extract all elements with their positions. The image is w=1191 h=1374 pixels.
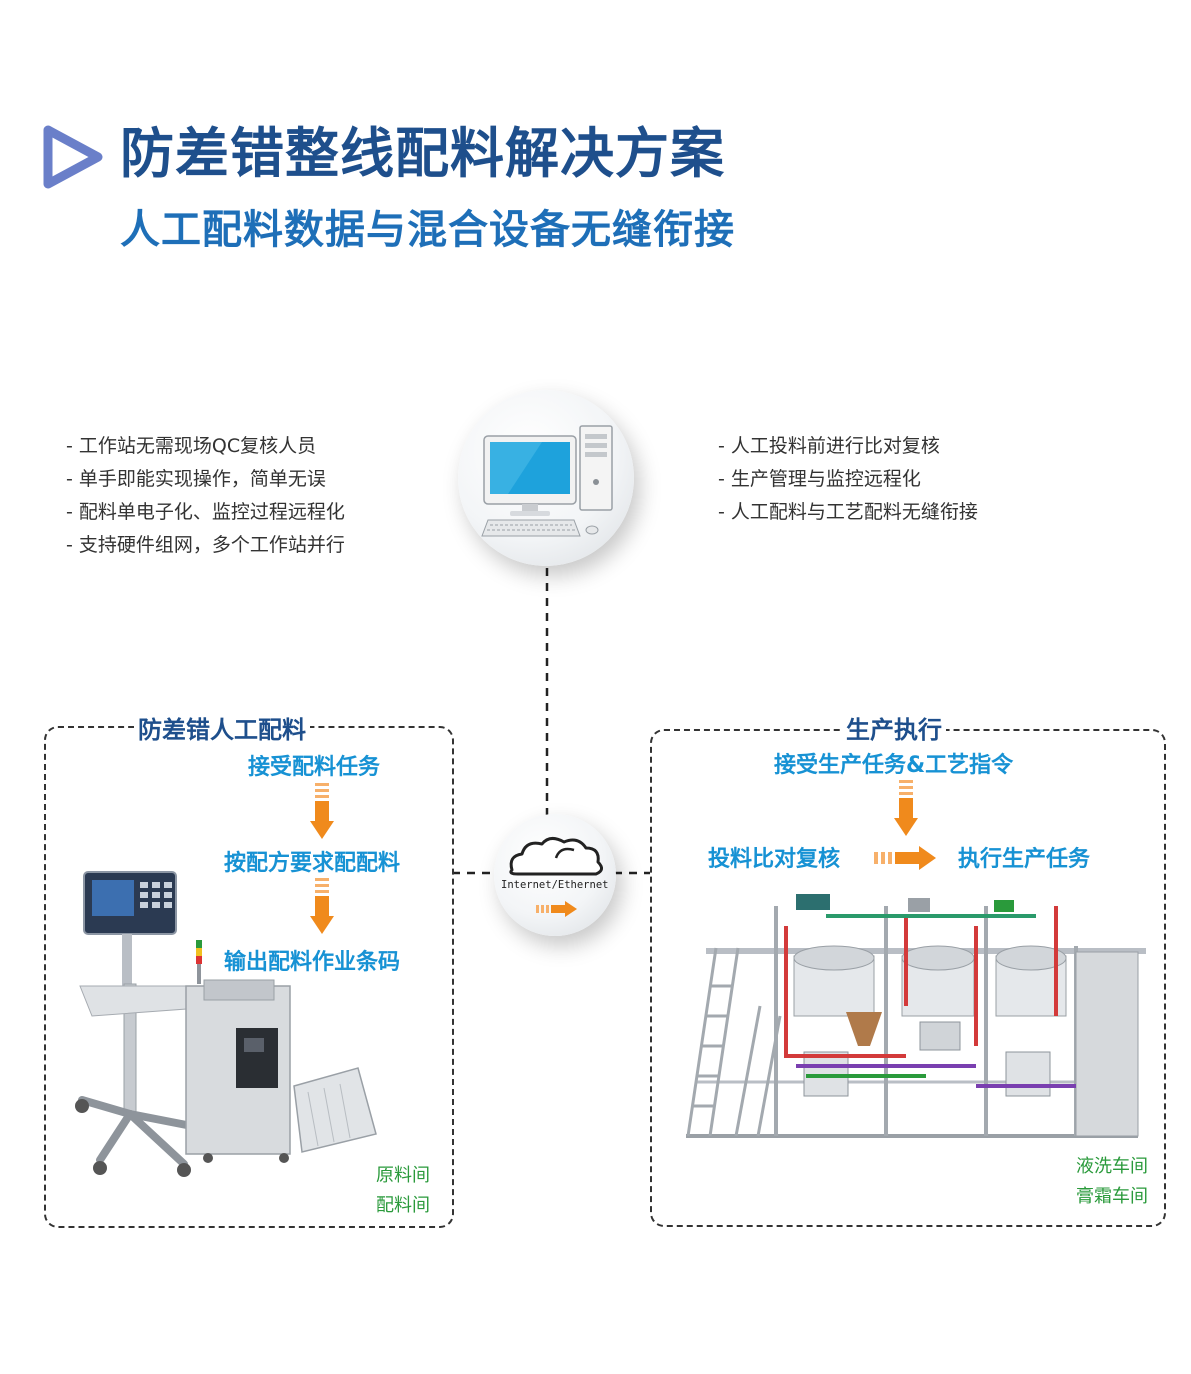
right-feature-list: - 人工投料前进行比对复核 - 生产管理与监控远程化 - 人工配料与工艺配料无缝… <box>718 430 978 529</box>
step-output-barcode: 输出配料作业条码 <box>224 950 401 975</box>
feature-item: - 人工配料与工艺配料无缝衔接 <box>718 501 978 523</box>
page-subtitle: 人工配料数据与混合设备无缝衔接 <box>120 207 735 253</box>
location-list: 原料间 配料间 <box>330 1161 430 1221</box>
weighing-workstation-image <box>75 871 377 1177</box>
header-play-icon <box>42 124 104 190</box>
step-receive-production-task: 接受生产任务&工艺指令 <box>774 753 1014 778</box>
location-batching-room: 配料间 <box>376 1195 430 1216</box>
network-label: Internet/Ethernet <box>501 879 609 891</box>
arrow-down-icon <box>894 780 918 836</box>
arrow-right-icon <box>874 846 936 870</box>
feature-item: - 人工投料前进行比对复核 <box>718 435 940 457</box>
feature-item: - 生产管理与监控远程化 <box>718 468 921 490</box>
mixing-equipment-image <box>686 894 1146 1138</box>
location-list: 液洗车间 膏霜车间 <box>1040 1152 1148 1212</box>
location-raw-material-room: 原料间 <box>376 1165 430 1186</box>
step-feed-verification: 投料比对复核 <box>708 847 841 872</box>
computer-node <box>458 390 634 566</box>
step-execute-production: 执行生产任务 <box>958 847 1091 872</box>
cloud-icon <box>509 837 603 876</box>
location-liquid-workshop: 液洗车间 <box>1076 1156 1148 1177</box>
step-receive-batch-task: 接受配料任务 <box>248 755 381 780</box>
feature-item: - 支持硬件组网，多个工作站并行 <box>66 534 345 556</box>
arrow-down-icon <box>310 783 334 839</box>
feature-item: - 工作站无需现场QC复核人员 <box>66 435 317 457</box>
arrow-right-icon <box>536 901 577 917</box>
panel-title: 生产执行 <box>842 710 946 745</box>
location-cream-workshop: 膏霜车间 <box>1076 1186 1148 1207</box>
computer-icon <box>481 425 613 537</box>
feature-item: - 单手即能实现操作，简单无误 <box>66 468 326 490</box>
page-title: 防差错整线配料解决方案 <box>120 122 725 185</box>
feature-item: - 配料单电子化、监控过程远程化 <box>66 501 345 523</box>
left-feature-list: - 工作站无需现场QC复核人员 - 单手即能实现操作，简单无误 - 配料单电子化… <box>66 430 345 562</box>
arrow-down-icon <box>310 878 334 934</box>
network-node: Internet/Ethernet <box>494 814 616 936</box>
panel-title: 防差错人工配料 <box>134 710 310 745</box>
step-batch-by-recipe: 按配方要求配配料 <box>224 851 401 876</box>
